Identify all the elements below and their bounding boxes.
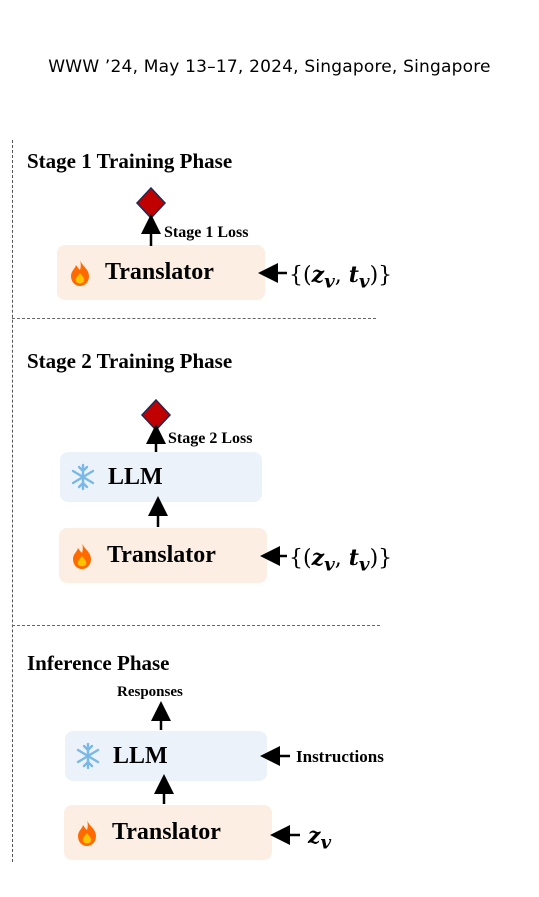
- inference-title: Inference Phase: [27, 651, 170, 675]
- snowflake-icon: [75, 742, 101, 770]
- left-dashed-border: [12, 140, 13, 862]
- stage2-translator-label: Translator: [107, 542, 216, 568]
- fire-icon: [74, 819, 100, 847]
- stage1-loss-diamond-icon: [135, 186, 167, 220]
- stage2-translator-box: Translator: [59, 528, 267, 583]
- stage2-llm-box: LLM: [60, 452, 262, 502]
- stage2-input-label: {(zv, tv)}: [289, 545, 393, 576]
- snowflake-icon: [70, 463, 96, 491]
- stage1-title: Stage 1 Training Phase: [27, 149, 233, 173]
- stage1-input-label: {(zv, tv)}: [289, 262, 393, 293]
- stage-separator-2: [12, 625, 380, 626]
- inference-translator-label: Translator: [112, 819, 221, 845]
- stage2-title: Stage 2 Training Phase: [27, 349, 233, 373]
- fire-icon: [67, 259, 93, 287]
- fire-icon: [69, 542, 95, 570]
- inference-llm-label: LLM: [113, 742, 168, 769]
- stage2-loss-label: Stage 2 Loss: [168, 430, 253, 447]
- stage1-translator-label: Translator: [105, 259, 214, 285]
- inference-translator-box: Translator: [64, 805, 272, 860]
- stage2-llm-label: LLM: [108, 463, 163, 490]
- inference-input-label: zv: [308, 823, 332, 854]
- inference-output-label: Responses: [117, 684, 183, 700]
- stage1-loss-label: Stage 1 Loss: [164, 224, 249, 241]
- stage-separator-1: [12, 318, 376, 319]
- inference-instructions-label: Instructions: [296, 747, 384, 766]
- stage2-loss-diamond-icon: [140, 398, 172, 432]
- stage1-translator-box: Translator: [57, 245, 265, 300]
- page-header: WWW ’24, May 13–17, 2024, Singapore, Sin…: [48, 57, 491, 77]
- inference-llm-box: LLM: [65, 731, 267, 781]
